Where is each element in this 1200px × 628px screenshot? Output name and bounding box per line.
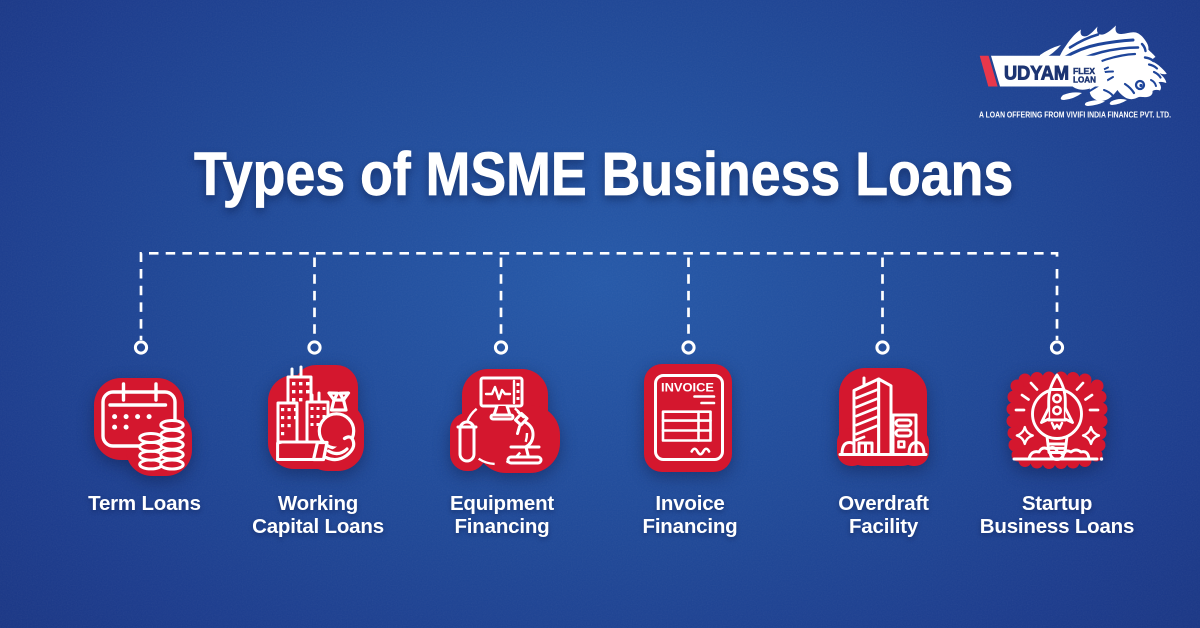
svg-text:INVOICE: INVOICE: [661, 383, 714, 395]
svg-text:A LOAN OFFERING FROM VIVIFI IN: A LOAN OFFERING FROM VIVIFI INDIA FINANC…: [979, 110, 1171, 120]
svg-text:UDYAM: UDYAM: [1004, 64, 1069, 85]
svg-text:FLEX: FLEX: [1073, 67, 1096, 76]
svg-text:LOAN: LOAN: [1073, 76, 1096, 85]
